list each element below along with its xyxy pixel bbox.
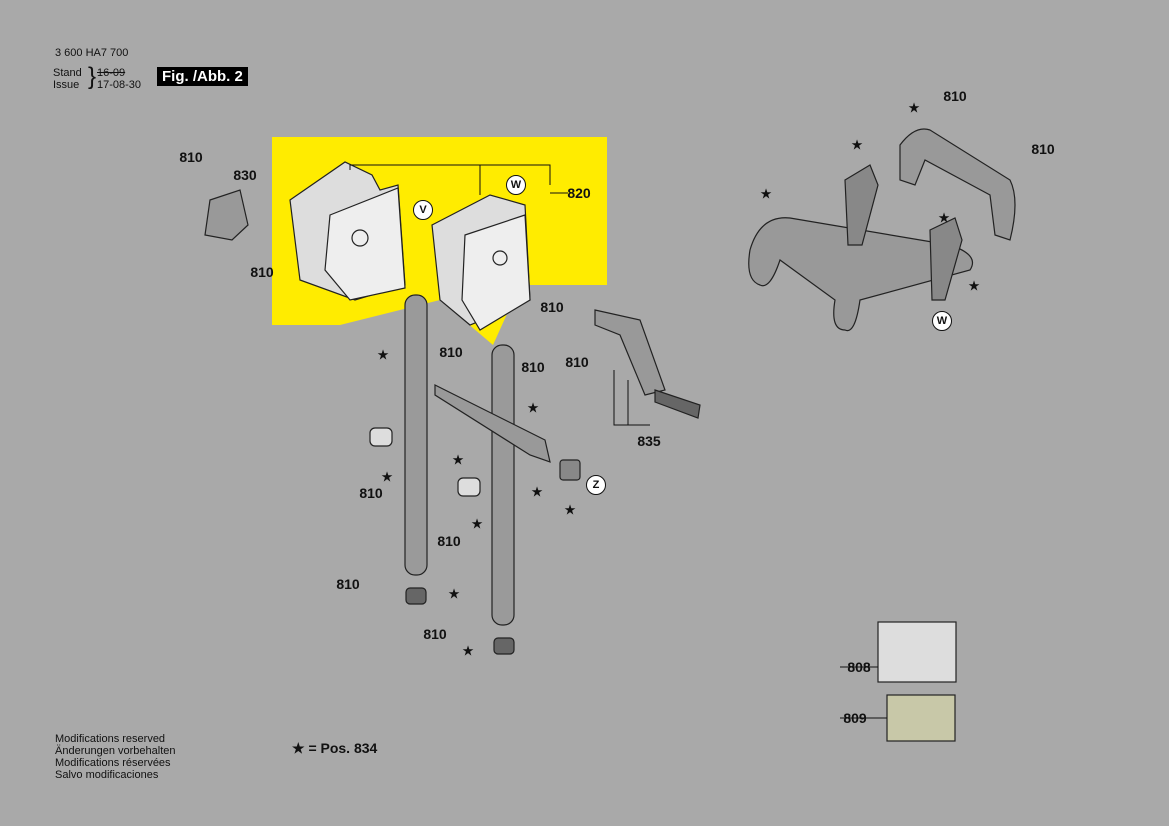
clip [457, 477, 481, 497]
foot [493, 637, 515, 655]
star-icon: ★ [526, 399, 540, 416]
callout-810: 810 [250, 264, 274, 280]
callout-810: 810 [439, 344, 463, 360]
callout-810: 810 [336, 576, 360, 592]
stand-label: Stand [53, 67, 82, 79]
old-date: 16-09 [97, 67, 126, 79]
label-808 [877, 621, 957, 683]
figure-label: Fig. /Abb. 2 [157, 67, 248, 86]
star-icon: ★ [380, 468, 394, 485]
link-bar [434, 384, 551, 463]
star-icon: ★ [530, 483, 544, 500]
callout-810: 810 [521, 359, 545, 375]
callout-810: 810 [423, 626, 447, 642]
callout-808: 808 [847, 659, 871, 675]
handle-rear [899, 128, 1016, 241]
callout-820: 820 [567, 185, 591, 201]
star-icon: ★ [563, 501, 577, 518]
grip-2 [929, 217, 963, 301]
handle-front [748, 217, 974, 332]
star-icon: ★ [850, 136, 864, 153]
knob [654, 389, 701, 419]
star-icon: ★ [907, 99, 921, 116]
star-icon: ★ [451, 451, 465, 468]
cap [559, 459, 581, 481]
document-number: 3 600 HA7 700 [55, 47, 129, 59]
footer-note: Modifications réservées [55, 757, 171, 769]
star-icon: ★ [376, 346, 390, 363]
callout-v: V [413, 200, 433, 220]
star-icon: ★ [967, 277, 981, 294]
callout-810: 810 [943, 88, 967, 104]
callout-810: 810 [437, 533, 461, 549]
star-icon: ★ [470, 515, 484, 532]
crank-835 [594, 309, 666, 396]
callout-810: 810 [179, 149, 203, 165]
clip [369, 427, 393, 447]
issue-label: Issue [53, 79, 80, 91]
brace: } [88, 63, 97, 90]
issue-date: 17-08-30 [97, 79, 142, 91]
tube-left [404, 294, 428, 576]
label-809 [886, 694, 956, 742]
callout-z: Z [586, 475, 606, 495]
callout-w: W [506, 175, 526, 195]
bracket-830 [204, 189, 249, 241]
callout-830: 830 [233, 167, 257, 183]
callout-809: 809 [843, 710, 867, 726]
callout-835: 835 [637, 433, 661, 449]
star-icon: ★ [447, 585, 461, 602]
footer-note: Modifications reserved [55, 733, 166, 745]
grip-1 [844, 164, 879, 246]
callout-w: W [932, 311, 952, 331]
callout-810: 810 [565, 354, 589, 370]
footer-note: Salvo modificaciones [55, 769, 159, 781]
footer-note: Änderungen vorbehalten [55, 745, 176, 757]
housing-cover-right [461, 214, 531, 331]
tube-right [491, 344, 515, 626]
star-icon: ★ [461, 642, 475, 659]
star-icon: ★ [759, 185, 773, 202]
callout-810: 810 [359, 485, 383, 501]
callout-810: 810 [540, 299, 564, 315]
callout-810: 810 [1031, 141, 1055, 157]
star-legend: ★ = Pos. 834 [292, 740, 378, 756]
foot [405, 587, 427, 605]
star-icon: ★ [937, 209, 951, 226]
